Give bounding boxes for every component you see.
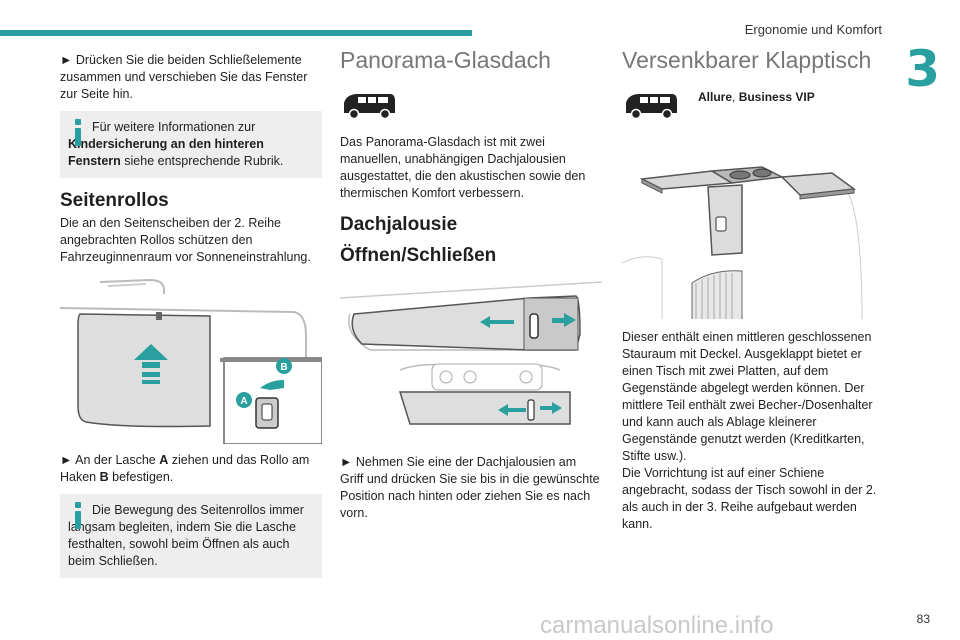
subheading-2: Öffnen/Schließen bbox=[340, 245, 497, 266]
section-header: Ergonomie und Komfort bbox=[744, 22, 882, 37]
table-body-2: Die Vorrichtung ist auf einer Schiene an… bbox=[622, 466, 877, 531]
callout-a: A bbox=[240, 396, 247, 407]
info-icon bbox=[70, 119, 84, 149]
section-title: Versenkbarer Klapptisch bbox=[622, 47, 872, 73]
info-box: Für weitere Informationen zur Kindersich… bbox=[60, 111, 322, 178]
header-accent-bar bbox=[0, 30, 472, 36]
callout-b: B bbox=[280, 362, 287, 373]
info-icon bbox=[70, 502, 84, 532]
section-body: Die an den Seitenscheiben der 2. Reihe a… bbox=[60, 216, 311, 264]
section-heading: Seitenrollos bbox=[60, 190, 169, 211]
info-box-2: Die Bewegung des Seitenrollos immer lang… bbox=[60, 494, 322, 578]
subheading-1: Dachjalousie bbox=[340, 214, 458, 235]
table-body: Dieser enthält einen mittleren geschloss… bbox=[622, 330, 873, 463]
van-icon bbox=[344, 94, 395, 120]
section-title: Panorama-Glasdach bbox=[340, 47, 551, 73]
side-blind-illustration: B A bbox=[60, 276, 322, 444]
sunroof-step: ► Nehmen Sie eine der Dachjalousien am G… bbox=[340, 455, 600, 520]
version-row: Allure, Business VIP bbox=[622, 87, 884, 129]
version-label: Allure, Business VIP bbox=[698, 90, 815, 104]
blind-step: ► An der Lasche A ziehen und das Rollo a… bbox=[60, 453, 310, 484]
page-number: 83 bbox=[916, 612, 930, 626]
chapter-number: 3 bbox=[905, 40, 940, 98]
sunroof-illustration bbox=[340, 274, 602, 442]
folding-table-illustration bbox=[622, 143, 884, 319]
section-body: Das Panorama-Glasdach ist mit zwei manue… bbox=[340, 135, 586, 200]
intro-step: ► Drücken Sie die beiden Schließelemente… bbox=[60, 53, 308, 101]
van-icon bbox=[626, 94, 677, 119]
column-right: Versenkbarer Klapptisch Allure, Business… bbox=[622, 47, 884, 541]
watermark: carmanualsonline.info bbox=[540, 612, 774, 639]
column-middle: Panorama-Glasdach Das Panorama-Glasdach … bbox=[340, 47, 602, 530]
column-left: ► Drücken Sie die beiden Schließelemente… bbox=[60, 52, 322, 592]
